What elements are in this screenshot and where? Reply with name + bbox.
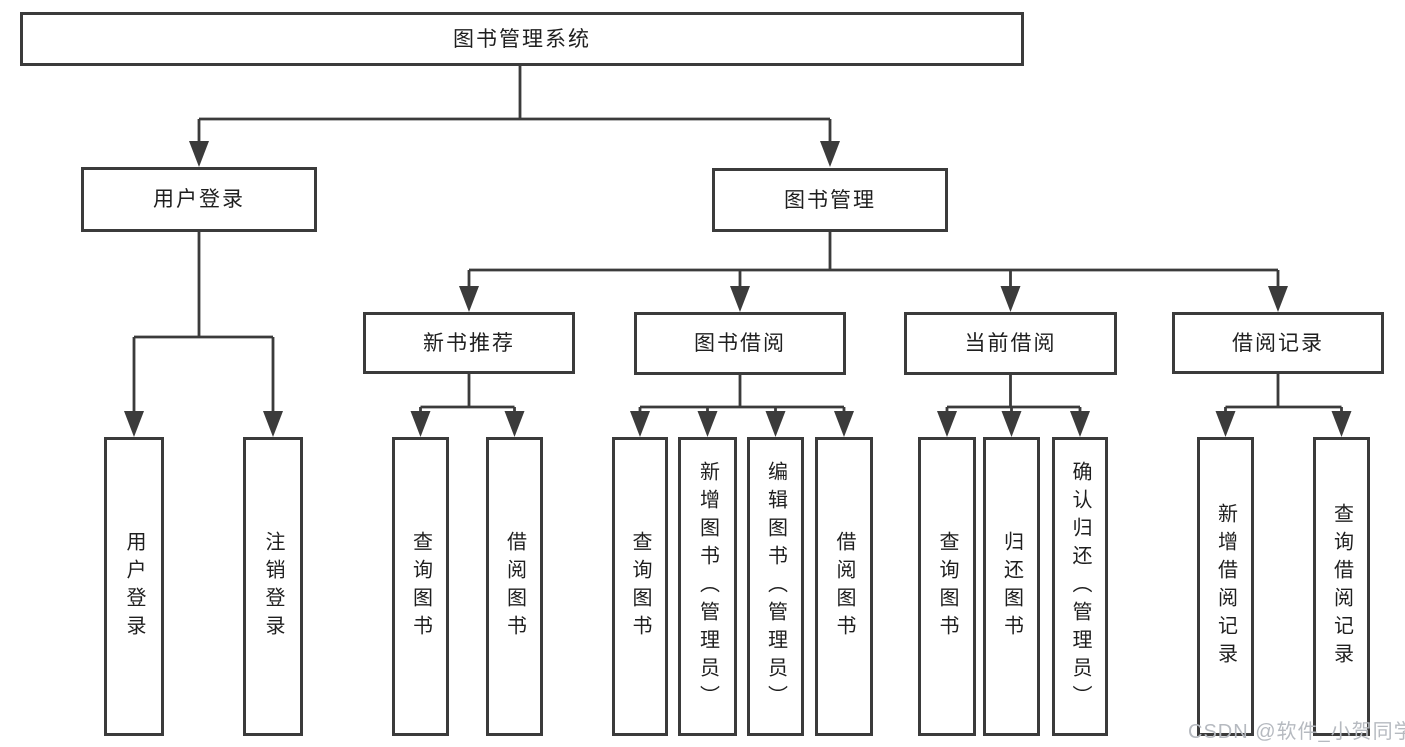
- node-label: 借阅记录: [1232, 331, 1324, 355]
- leaf-label: 归还图书: [1000, 530, 1023, 643]
- leaf-label: 新增借阅记录: [1214, 502, 1237, 671]
- leaf-label: 查询图书: [409, 530, 432, 643]
- node-user-login: 用户登录: [81, 167, 317, 232]
- leaf-label: 用户登录: [123, 530, 145, 643]
- node-new-book-recommendation: 新书推荐: [363, 312, 575, 374]
- node-current-borrowing: 当前借阅: [904, 312, 1117, 375]
- leaf-nbr-borrow-books: 借阅图书: [486, 437, 543, 736]
- leaf-label: 借阅图书: [833, 530, 855, 643]
- leaf-label: 注销登录: [262, 530, 284, 643]
- node-book-management: 图书管理: [712, 168, 948, 232]
- node-label: 当前借阅: [964, 332, 1057, 355]
- leaf-bb-query-books: 查询图书: [612, 437, 668, 736]
- leaf-cb-return-books: 归还图书: [983, 437, 1040, 736]
- node-label: 用户登录: [153, 188, 245, 211]
- node-label: 新书推荐: [423, 331, 515, 355]
- leaf-bb-borrow-books: 借阅图书: [815, 437, 873, 736]
- leaf-label: 确认归还（管理员）: [1069, 460, 1091, 713]
- leaf-cb-confirm-return-admin: 确认归还（管理员）: [1052, 437, 1108, 736]
- leaf-label: 借阅图书: [503, 530, 526, 643]
- leaf-br-add-borrow-record: 新增借阅记录: [1197, 437, 1254, 736]
- leaf-user-login: 用户登录: [104, 437, 164, 736]
- node-label: 图书管理系统: [453, 27, 591, 51]
- leaf-br-query-borrow-record: 查询借阅记录: [1313, 437, 1370, 736]
- node-borrowing-records: 借阅记录: [1172, 312, 1384, 374]
- node-library-management-system: 图书管理系统: [20, 12, 1024, 66]
- node-label: 图书管理: [784, 188, 876, 212]
- watermark: CSDN @软件_小贺同学: [1188, 721, 1405, 743]
- leaf-bb-edit-books-admin: 编辑图书（管理员）: [747, 437, 804, 736]
- leaf-nbr-query-books: 查询图书: [392, 437, 449, 736]
- leaf-label: 编辑图书（管理员）: [764, 460, 787, 713]
- leaf-bb-add-books-admin: 新增图书（管理员）: [678, 437, 737, 736]
- node-book-borrowing: 图书借阅: [634, 312, 846, 375]
- leaf-label: 查询图书: [936, 530, 958, 643]
- leaf-label: 新增图书（管理员）: [696, 460, 719, 713]
- leaf-label: 查询图书: [629, 530, 651, 643]
- leaf-cb-query-books: 查询图书: [918, 437, 976, 736]
- leaf-label: 查询借阅记录: [1330, 502, 1353, 671]
- node-label: 图书借阅: [694, 332, 786, 355]
- leaf-logout: 注销登录: [243, 437, 303, 736]
